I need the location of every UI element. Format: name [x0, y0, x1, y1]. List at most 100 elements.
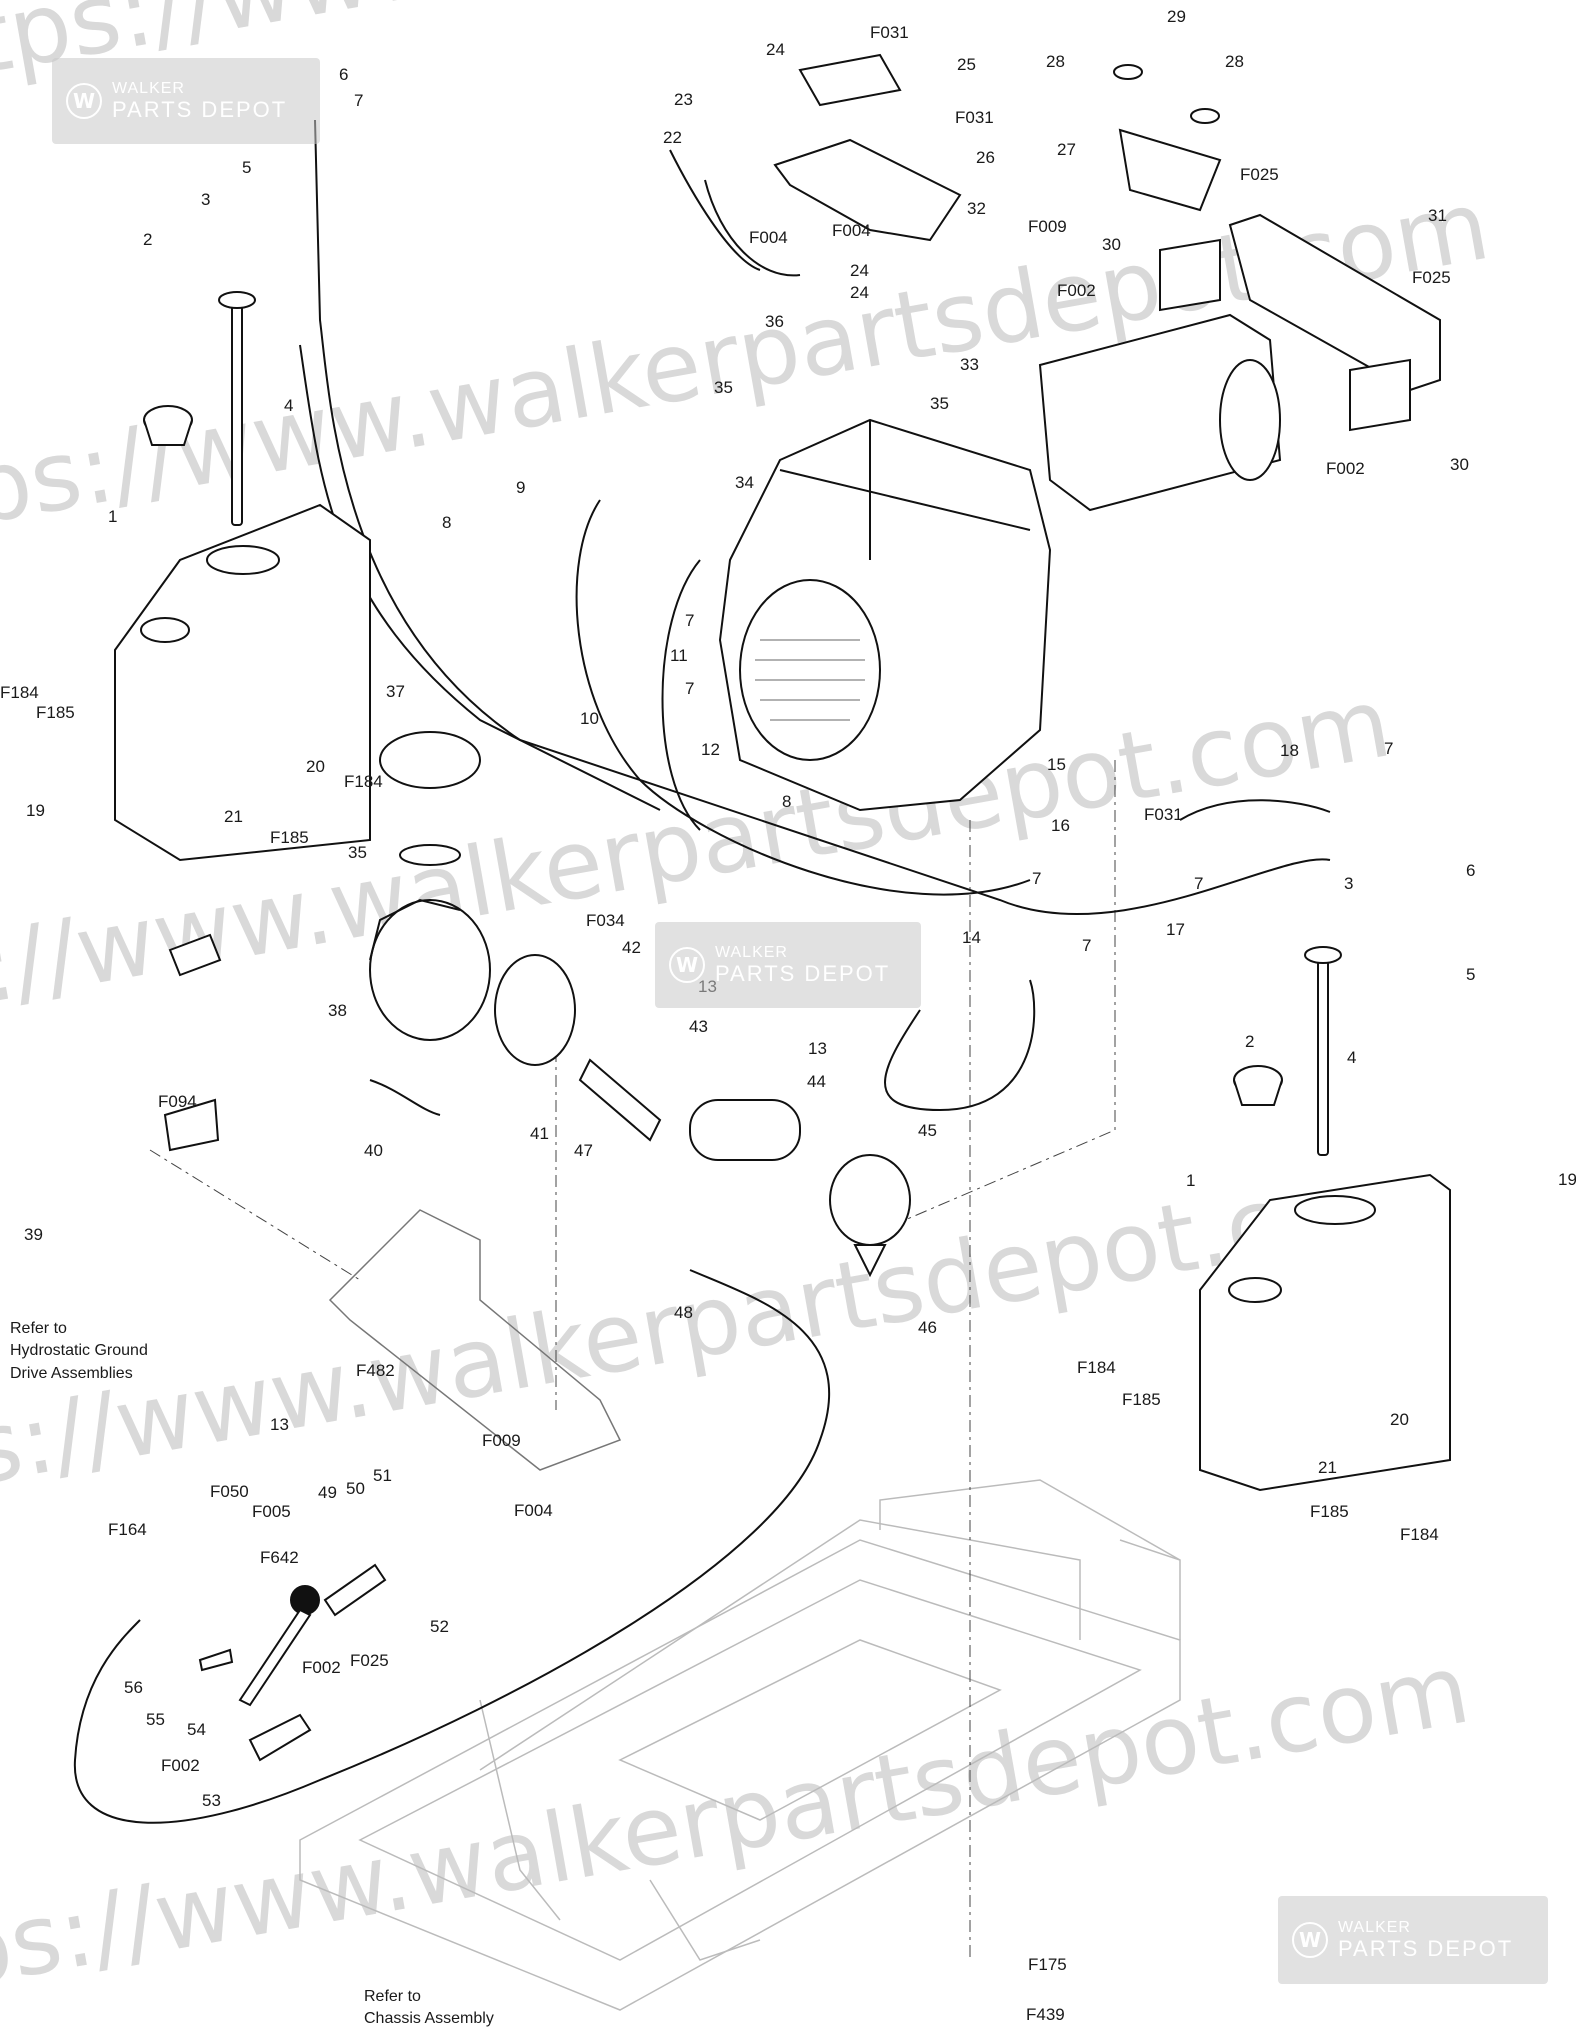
- part-label: F004: [514, 1501, 553, 1520]
- part-label: 56: [124, 1678, 143, 1697]
- part-label: 42: [622, 938, 641, 957]
- part-label: F004: [749, 228, 788, 247]
- part-label: 21: [1318, 1458, 1337, 1477]
- engine-body: [718, 418, 1052, 812]
- part-label: F002: [302, 1658, 341, 1677]
- part-label: 24: [766, 40, 785, 59]
- part-label: 7: [1194, 874, 1203, 893]
- part-label: 20: [1390, 1410, 1409, 1429]
- part-label: 18: [1280, 741, 1299, 760]
- watermark-logo: W WALKER PARTS DEPOT: [1278, 1896, 1548, 1984]
- part-label: 31: [1428, 206, 1447, 225]
- part-label: F175: [1028, 1955, 1067, 1974]
- part-label: 10: [580, 709, 599, 728]
- part-label: 1: [1186, 1171, 1195, 1190]
- part-label: F009: [1028, 217, 1067, 236]
- part-label: 17: [1166, 920, 1185, 939]
- part-label: 38: [328, 1001, 347, 1020]
- part-label: 37: [386, 682, 405, 701]
- part-label: 6: [339, 65, 348, 84]
- part-label: 25: [957, 55, 976, 74]
- part-label: F185: [270, 828, 309, 847]
- part-label: F642: [260, 1548, 299, 1567]
- note-chassis: Refer to Chassis Assembly: [364, 1986, 494, 2031]
- part-label: 14: [962, 928, 981, 947]
- part-label: 51: [373, 1466, 392, 1485]
- fuel-tank-right: [1199, 1173, 1451, 1492]
- part-label: 6: [1466, 861, 1475, 880]
- part-label: F005: [252, 1502, 291, 1521]
- part-label: F050: [210, 1482, 249, 1501]
- part-label: 30: [1450, 455, 1469, 474]
- part-label: 32: [967, 199, 986, 218]
- watermark-logo: W WALKER PARTS DEPOT: [655, 922, 921, 1008]
- part-label: 52: [430, 1617, 449, 1636]
- part-label: 43: [689, 1017, 708, 1036]
- part-label: 55: [146, 1710, 165, 1729]
- note-line: Refer to: [10, 1320, 67, 1337]
- muffler-assembly: [1038, 64, 1441, 512]
- part-label: 35: [348, 843, 367, 862]
- hydro-bracket: [328, 1209, 622, 1471]
- part-label: F031: [870, 23, 909, 42]
- part-label: 7: [1032, 869, 1041, 888]
- part-label: 50: [346, 1479, 365, 1498]
- part-label: F185: [1122, 1390, 1161, 1409]
- watermark-url: https://www.walkerpartsdepot.com: [0, 1633, 1477, 2032]
- note-line: Chassis Assembly: [364, 2010, 494, 2028]
- part-label: 35: [930, 394, 949, 413]
- part-label: 48: [674, 1303, 693, 1322]
- note-line: Drive Assemblies: [10, 1364, 133, 1382]
- part-label: 3: [201, 190, 210, 209]
- part-label: 27: [1057, 140, 1076, 159]
- part-label: 9: [516, 478, 525, 497]
- part-label: F184: [344, 772, 383, 791]
- part-label: F034: [586, 911, 625, 930]
- part-label: 7: [685, 611, 694, 630]
- walker-logo-icon: W: [669, 947, 705, 983]
- part-label: 39: [24, 1225, 43, 1244]
- walker-logo-icon: W: [1292, 1922, 1328, 1958]
- part-label: F184: [1400, 1525, 1439, 1544]
- part-label: F184: [0, 683, 39, 702]
- throttle-lever-assembly: [198, 1563, 387, 1762]
- logo-line2: PARTS DEPOT: [112, 96, 288, 122]
- part-label: 21: [224, 807, 243, 826]
- logo-line1: WALKER: [1338, 1919, 1411, 1937]
- part-label: 53: [202, 1791, 221, 1810]
- fuel-tank-left: [114, 503, 371, 977]
- part-label: 49: [318, 1483, 337, 1502]
- part-label: 4: [1347, 1048, 1356, 1067]
- logo-line1: WALKER: [715, 944, 788, 962]
- part-label: 4: [284, 396, 293, 415]
- part-label: 7: [1082, 936, 1091, 955]
- reference-dashed-lines: [149, 760, 1116, 1960]
- part-label: 19: [26, 801, 45, 820]
- part-label: F482: [356, 1361, 395, 1380]
- part-label: 7: [1384, 739, 1393, 758]
- part-label: 40: [364, 1141, 383, 1160]
- part-label: 26: [976, 148, 995, 167]
- part-label: 8: [442, 513, 451, 532]
- part-label: F185: [36, 703, 75, 722]
- part-label: F025: [1412, 268, 1451, 287]
- part-label: 16: [1051, 816, 1070, 835]
- part-label: 3: [1344, 874, 1353, 893]
- part-label: F031: [1144, 805, 1183, 824]
- part-label: 44: [807, 1072, 826, 1091]
- part-label: 2: [1245, 1032, 1254, 1051]
- part-label: 2: [143, 230, 152, 249]
- part-label: 19: [1558, 1170, 1576, 1189]
- part-label: 15: [1047, 755, 1066, 774]
- part-label: 8: [782, 792, 791, 811]
- part-label: F002: [161, 1756, 200, 1775]
- part-label: 24: [850, 261, 869, 280]
- part-label: 20: [306, 757, 325, 776]
- part-label: 45: [918, 1121, 937, 1140]
- part-label: F185: [1310, 1502, 1349, 1521]
- part-label: F094: [158, 1092, 197, 1111]
- part-label: 29: [1167, 7, 1186, 26]
- logo-line2: PARTS DEPOT: [1338, 1935, 1514, 1961]
- engine-grille: [755, 639, 865, 721]
